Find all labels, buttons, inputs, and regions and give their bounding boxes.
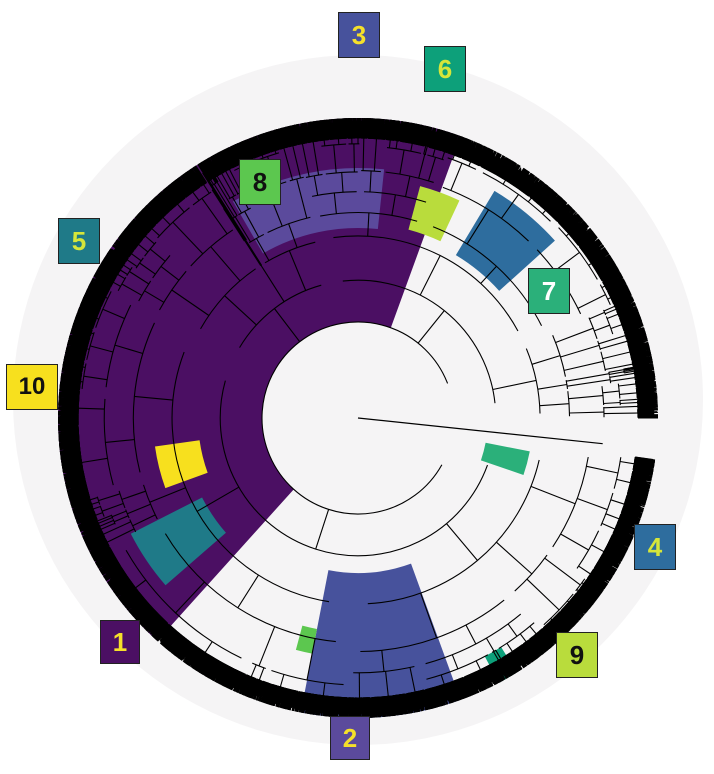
clade-wedge-3 [300,563,461,719]
clade-wedge-9 [408,186,460,242]
clade-label-9[interactable]: 9 [556,632,598,678]
tree-tips-group [57,117,659,719]
clade-wedge-10 [154,440,208,489]
clade-label-10[interactable]: 10 [6,364,58,410]
clade-label-4[interactable]: 4 [634,524,676,570]
clade-label-3[interactable]: 3 [338,12,380,58]
clade-wedge-8 [295,625,317,654]
clade-wedge-4 [455,190,555,291]
clade-wedge-7 [480,442,530,475]
clade-label-8[interactable]: 8 [239,159,281,205]
clade-label-5[interactable]: 5 [58,218,100,264]
clade-wedge-1 [57,117,461,641]
clade-label-1[interactable]: 1 [100,620,140,664]
clade-label-6[interactable]: 6 [424,46,466,92]
clade-label-2[interactable]: 2 [330,716,370,760]
clade-wedges-group [57,117,555,719]
clade-label-7[interactable]: 7 [528,268,570,314]
